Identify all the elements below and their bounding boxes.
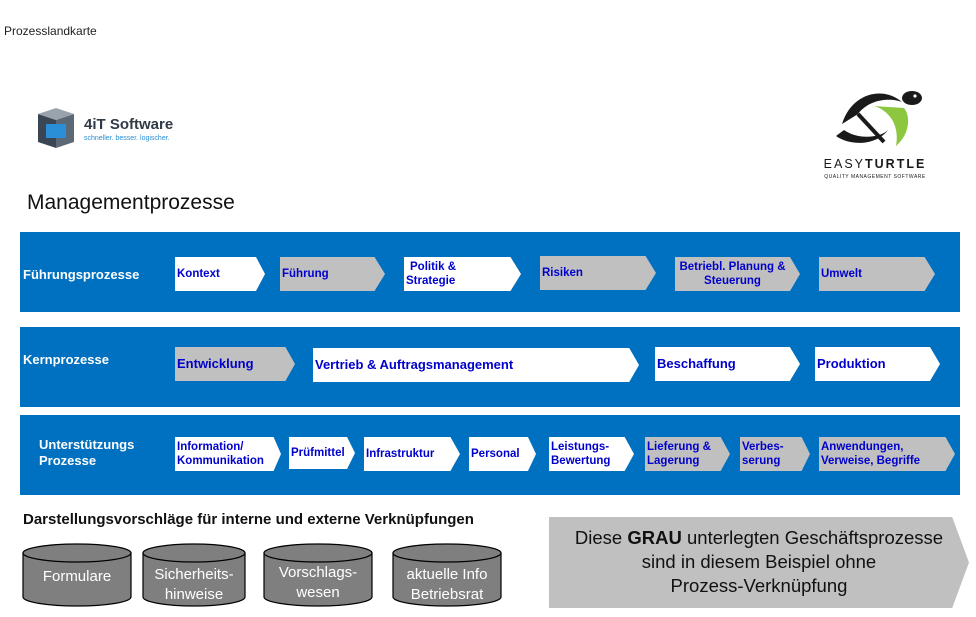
cylinder-shape: [392, 543, 502, 607]
process-betriebl-planung-label: Betriebl. Planung & Steuerung: [679, 260, 785, 288]
easyturtle-name-part2: TURTLE: [865, 157, 927, 171]
planung-line2: Steuerung: [704, 275, 761, 287]
process-entwicklung[interactable]: Entwicklung: [175, 347, 295, 381]
politik-line2: Strategie: [406, 275, 456, 287]
process-personal-label: Personal: [471, 448, 520, 460]
lieferung-line1: Lieferung &: [647, 441, 711, 453]
kernprozesse-label: Kernprozesse: [23, 352, 109, 367]
process-infrastruktur-label: Infrastruktur: [366, 448, 435, 460]
planung-line1: Betriebl. Planung &: [679, 261, 786, 273]
verbesserung-line2: serung: [742, 455, 781, 467]
process-risiken-label: Risiken: [542, 267, 583, 279]
note-line1: Diese GRAU unterlegten Geschäftsprozesse: [549, 526, 969, 550]
process-umwelt-label: Umwelt: [821, 268, 862, 280]
page-title: Prozesslandkarte: [4, 24, 97, 38]
note-line1-pre: Diese: [574, 527, 628, 548]
process-fuehrung[interactable]: Führung: [280, 257, 385, 291]
process-pruefmittel[interactable]: Prüfmittel: [289, 437, 355, 469]
aktuelle-info-line2: Betriebsrat: [410, 586, 484, 603]
process-entwicklung-label: Entwicklung: [177, 356, 254, 371]
unterstuetzung-line2: Prozesse: [39, 453, 97, 468]
section-title: Managementprozesse: [27, 191, 235, 214]
note-line2: sind in diesem Beispiel ohne: [641, 551, 877, 572]
process-information-kommunikation[interactable]: Information/ Kommunikation: [175, 437, 281, 471]
process-kontext[interactable]: Kontext: [175, 257, 265, 291]
verbesserung-line1: Verbes-: [742, 441, 784, 453]
process-lieferung-lagerung[interactable]: Lieferung & Lagerung: [645, 437, 730, 471]
fuehrungsprozesse-label: Führungsprozesse: [23, 267, 140, 282]
process-umwelt[interactable]: Umwelt: [819, 257, 935, 291]
process-infrastruktur[interactable]: Infrastruktur: [364, 437, 460, 471]
process-verbesserung[interactable]: Verbes- serung: [740, 437, 810, 471]
process-betriebl-planung[interactable]: Betriebl. Planung & Steuerung: [675, 257, 800, 291]
links-section-title: Darstellungsvorschläge für interne und e…: [23, 511, 474, 528]
process-politik-strategie-label: Politik & Strategie: [406, 260, 456, 288]
easyturtle-tagline: QUALITY MANAGEMENT SOFTWARE: [824, 174, 926, 180]
easyturtle-logo: EASYTURTLE QUALITY MANAGEMENT SOFTWARE: [812, 84, 942, 184]
process-anwendungen-label: Anwendungen, Verweise, Begriffe: [821, 440, 920, 468]
cylinder-formulare-label: Formulare: [42, 568, 112, 585]
lieferung-line2: Lagerung: [647, 455, 700, 467]
cylinder-aktuelle-info-label: aktuelle Info Betriebsrat: [392, 565, 502, 605]
process-produktion-label: Produktion: [817, 356, 886, 371]
process-anwendungen[interactable]: Anwendungen, Verweise, Begriffe: [819, 437, 955, 471]
information-line1: Information/: [177, 441, 244, 453]
unterstuetzungsprozesse-label: Unterstützungs Prozesse: [39, 437, 134, 469]
anwendungen-line2: Verweise, Begriffe: [821, 455, 921, 467]
process-vertrieb-label: Vertrieb & Auftragsmanagement: [315, 357, 514, 372]
vorschlags-line1: Vorschlags-: [278, 564, 358, 581]
grey-note-arrow: Diese GRAU unterlegten Geschäftsprozesse…: [549, 517, 969, 608]
4it-logo-name: 4iT Software: [84, 116, 174, 133]
process-pruefmittel-label: Prüfmittel: [291, 447, 345, 459]
note-line3: Prozess-Verknüpfung: [670, 575, 848, 596]
cylinder-vorschlagswesen-label: Vorschlags- wesen: [263, 563, 373, 603]
process-leistungsbewertung[interactable]: Leistungs- Bewertung: [549, 437, 634, 471]
leistungs-line1: Leistungs-: [551, 441, 610, 453]
process-beschaffung-label: Beschaffung: [657, 356, 736, 371]
4it-cube-icon: [38, 108, 74, 148]
leistungs-line2: Bewertung: [551, 455, 611, 467]
cylinder-vorschlagswesen[interactable]: Vorschlags- wesen: [263, 543, 373, 609]
process-beschaffung[interactable]: Beschaffung: [655, 347, 800, 381]
4it-software-logo: 4iT Software schneller. besser. logische…: [34, 108, 184, 150]
cylinder-sicherheitshinweise[interactable]: Sicherheits- hinweise: [142, 543, 246, 609]
note-line1-post: unterlegten Geschäftsprozesse: [681, 527, 944, 548]
cylinder-shape: [263, 543, 373, 607]
vorschlags-line2: wesen: [296, 584, 340, 601]
cylinder-aktuelle-info[interactable]: aktuelle Info Betriebsrat: [392, 543, 502, 609]
process-lieferung-label: Lieferung & Lagerung: [647, 440, 711, 468]
process-kontext-label: Kontext: [177, 268, 220, 280]
anwendungen-line1: Anwendungen,: [821, 441, 904, 453]
information-line2: Kommunikation: [177, 455, 264, 467]
4it-logo-tagline: schneller. besser. logischer.: [84, 135, 170, 142]
process-personal[interactable]: Personal: [469, 437, 536, 471]
process-risiken[interactable]: Risiken: [540, 256, 656, 290]
sicherheits-line2: hinweise: [164, 586, 224, 603]
easyturtle-name-part1: EASY: [823, 157, 866, 171]
cylinder-shape: [142, 543, 246, 607]
cylinder-sicherheitshinweise-label: Sicherheits- hinweise: [142, 565, 246, 605]
grey-note-text: Diese GRAU unterlegten Geschäftsprozesse…: [549, 526, 969, 598]
note-line1-bold: GRAU: [627, 527, 682, 548]
unterstuetzung-line1: Unterstützungs: [39, 437, 135, 452]
process-verbesserung-label: Verbes- serung: [742, 440, 784, 468]
process-information-label: Information/ Kommunikation: [177, 440, 264, 468]
process-politik-strategie[interactable]: Politik & Strategie: [404, 257, 521, 291]
process-leistungsbewertung-label: Leistungs- Bewertung: [551, 440, 610, 468]
aktuelle-info-line1: aktuelle Info: [406, 566, 488, 583]
process-fuehrung-label: Führung: [282, 268, 329, 280]
process-produktion[interactable]: Produktion: [815, 347, 940, 381]
cylinder-shape: [22, 543, 132, 607]
sicherheits-line1: Sicherheits-: [154, 566, 234, 583]
cylinder-formulare[interactable]: Formulare: [22, 543, 132, 609]
turtle-icon: [836, 91, 922, 146]
process-vertrieb[interactable]: Vertrieb & Auftragsmanagement: [313, 348, 639, 382]
politik-line1: Politik &: [410, 261, 457, 273]
